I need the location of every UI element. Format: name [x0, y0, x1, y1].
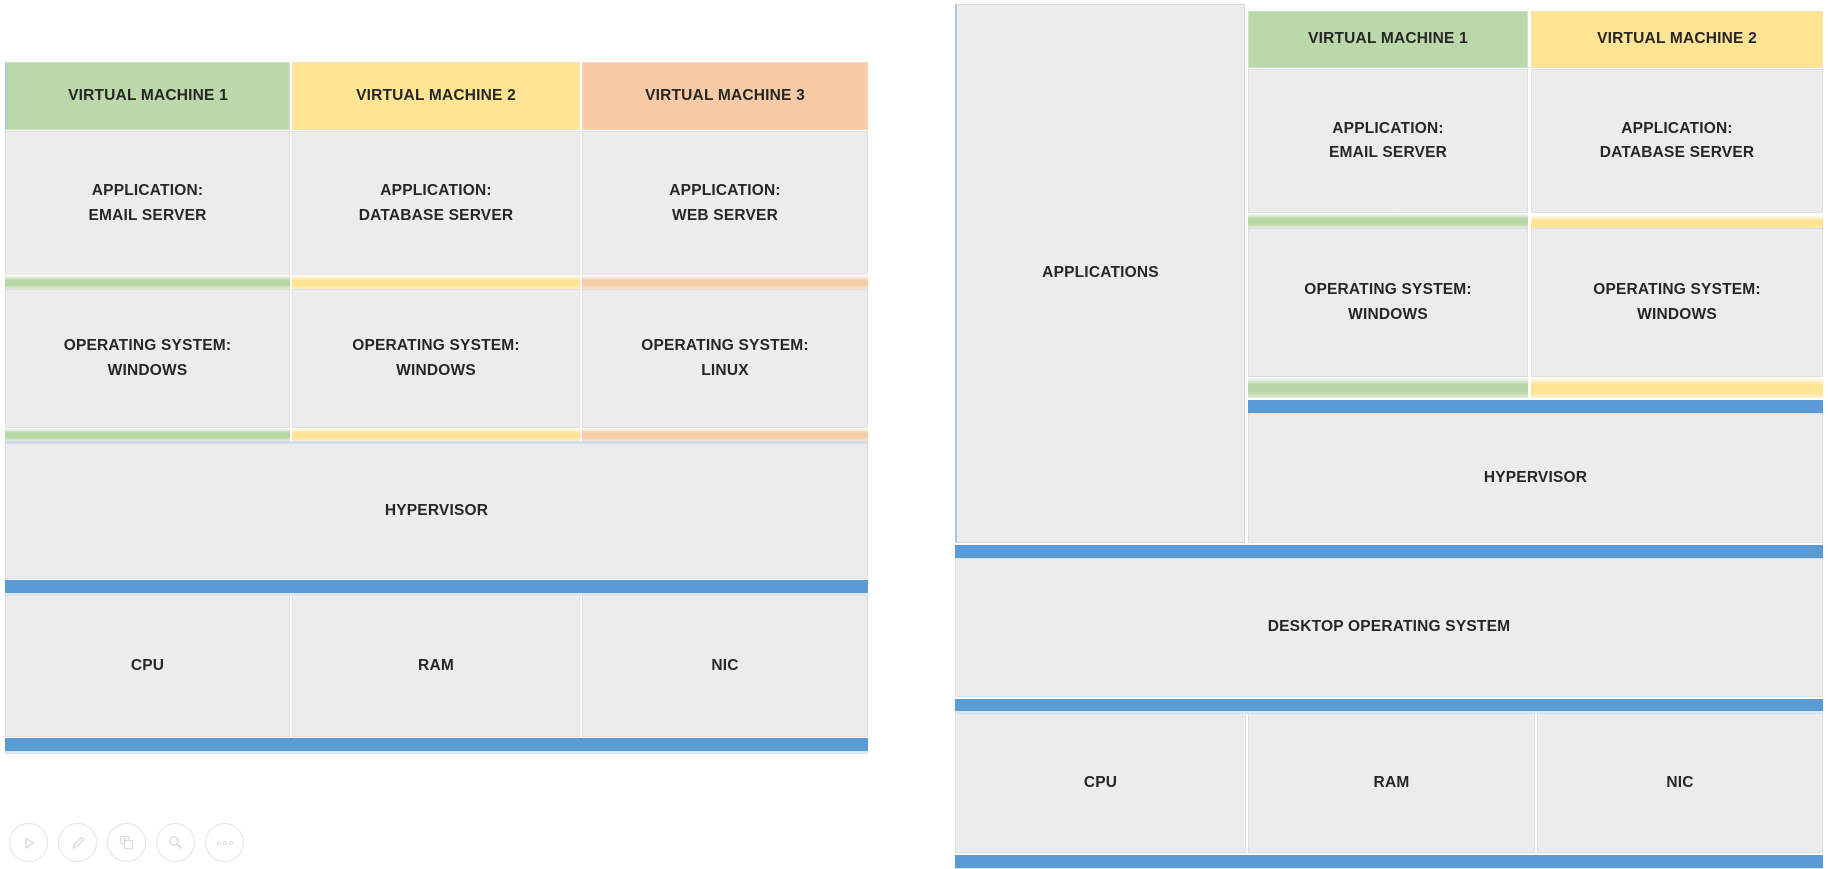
application-label-line1: APPLICATION:	[380, 182, 492, 200]
application-label-line1: APPLICATION:	[91, 182, 204, 200]
applications-column: APPLICATIONS	[955, 4, 1245, 543]
os-label-line1: OPERATING SYSTEM:	[641, 337, 809, 355]
more-options-button[interactable]	[205, 823, 244, 862]
hardware-cell-nic: NIC	[582, 595, 868, 737]
hardware-divider-bar	[5, 580, 868, 593]
application-label-line1: APPLICATION:	[669, 182, 781, 200]
zoom-button[interactable]	[156, 823, 195, 862]
os-label-line2: WINDOWS	[1348, 305, 1428, 323]
hypervisor-block: HYPERVISOR	[5, 441, 868, 579]
application-cell: APPLICATION: DATABASE SERVER	[292, 131, 580, 276]
hardware-cell-cpu: CPU	[955, 713, 1246, 853]
os-label-line1: OPERATING SYSTEM:	[352, 337, 520, 355]
vm-color-strip	[292, 428, 580, 441]
os-divider-bar	[955, 545, 1823, 558]
right-diagram: APPLICATIONS VIRTUAL MACHINE 1 VIRTUAL M…	[940, 0, 1828, 869]
os-label-line2: WINDOWS	[107, 361, 188, 379]
os-label-line1: OPERATING SYSTEM:	[1304, 281, 1472, 299]
desktop-os-label: DESKTOP OPERATING SYSTEM	[1267, 618, 1511, 636]
application-cell: APPLICATION: EMAIL SERVER	[1248, 69, 1528, 213]
applications-label: APPLICATIONS	[1042, 264, 1159, 282]
vm-header-label: VIRTUAL MACHINE 3	[645, 86, 805, 104]
application-cell: APPLICATION: WEB SERVER	[582, 131, 868, 276]
pen-icon	[71, 836, 84, 849]
vm-color-strip	[292, 275, 580, 289]
hypervisor-top-bar	[1248, 400, 1823, 413]
slides-icon	[119, 835, 134, 850]
os-cell: OPERATING SYSTEM: WINDOWS	[292, 289, 580, 428]
desktop-os-block: DESKTOP OPERATING SYSTEM	[955, 558, 1823, 697]
presenter-toolbar	[9, 823, 244, 862]
left-diagram: VIRTUAL MACHINE 1 VIRTUAL MACHINE 2 VIRT…	[0, 0, 880, 760]
magnifier-icon	[169, 836, 182, 849]
hardware-label: RAM	[418, 656, 454, 674]
vm-color-strip	[1248, 213, 1528, 228]
hypervisor-label: HYPERVISOR	[1483, 468, 1588, 486]
os-label-line2: LINUX	[701, 361, 749, 379]
vm-header: VIRTUAL MACHINE 2	[292, 62, 580, 130]
hardware-label: NIC	[711, 656, 739, 674]
hypervisor-label: HYPERVISOR	[384, 501, 489, 519]
vm-header-label: VIRTUAL MACHINE 1	[68, 86, 228, 104]
hardware-label: RAM	[1373, 773, 1410, 791]
os-cell: OPERATING SYSTEM: LINUX	[582, 289, 868, 428]
os-cell: OPERATING SYSTEM: WINDOWS	[5, 289, 290, 428]
hardware-label: NIC	[1666, 773, 1694, 791]
play-icon	[24, 836, 34, 849]
os-label-line1: OPERATING SYSTEM:	[1593, 281, 1761, 299]
slides-button[interactable]	[107, 823, 146, 862]
application-label-line2: DATABASE SERVER	[358, 206, 514, 224]
vm-color-strip	[1248, 377, 1528, 398]
os-label-line1: OPERATING SYSTEM:	[63, 337, 232, 355]
vm-color-strip	[582, 428, 868, 441]
vm-header-label: VIRTUAL MACHINE 2	[356, 86, 516, 104]
hardware-label: CPU	[1083, 773, 1118, 791]
hardware-cell-cpu: CPU	[5, 595, 290, 737]
vm-color-strip	[582, 275, 868, 289]
pen-button[interactable]	[58, 823, 97, 862]
hardware-label: CPU	[130, 656, 165, 674]
vm-header: VIRTUAL MACHINE 1	[5, 62, 290, 130]
vm-color-strip	[5, 428, 290, 441]
hardware-cell-nic: NIC	[1537, 713, 1823, 853]
vm-header: VIRTUAL MACHINE 2	[1531, 11, 1823, 68]
vm-color-strip	[5, 275, 290, 289]
vm-color-strip	[1531, 215, 1823, 230]
bottom-bar	[955, 855, 1823, 868]
hardware-cell-ram: RAM	[292, 595, 580, 737]
vm-header: VIRTUAL MACHINE 3	[582, 62, 868, 130]
vm-header-label: VIRTUAL MACHINE 1	[1308, 30, 1468, 48]
os-cell: OPERATING SYSTEM: WINDOWS	[1531, 228, 1823, 377]
os-cell: OPERATING SYSTEM: WINDOWS	[1248, 228, 1528, 377]
bottom-bar	[5, 738, 868, 751]
application-cell: APPLICATION: DATABASE SERVER	[1531, 69, 1823, 213]
vm-color-strip	[1531, 377, 1823, 398]
hardware-divider-bar	[955, 699, 1823, 711]
application-label-line2: EMAIL SERVER	[88, 206, 207, 224]
hardware-cell-ram: RAM	[1248, 713, 1535, 853]
play-button[interactable]	[9, 823, 48, 862]
vm-header: VIRTUAL MACHINE 1	[1248, 11, 1528, 68]
application-label-line1: APPLICATION:	[1621, 119, 1733, 137]
vm-header-label: VIRTUAL MACHINE 2	[1597, 30, 1757, 48]
application-label-line1: APPLICATION:	[1332, 119, 1444, 137]
application-label-line2: EMAIL SERVER	[1328, 144, 1448, 161]
application-label-line2: DATABASE SERVER	[1599, 144, 1755, 161]
application-label-line2: WEB SERVER	[672, 206, 778, 224]
os-label-line2: WINDOWS	[396, 361, 476, 379]
application-cell: APPLICATION: EMAIL SERVER	[5, 131, 290, 276]
os-label-line2: WINDOWS	[1637, 305, 1717, 323]
hypervisor-block: HYPERVISOR	[1248, 413, 1823, 543]
ellipsis-icon	[216, 840, 233, 845]
